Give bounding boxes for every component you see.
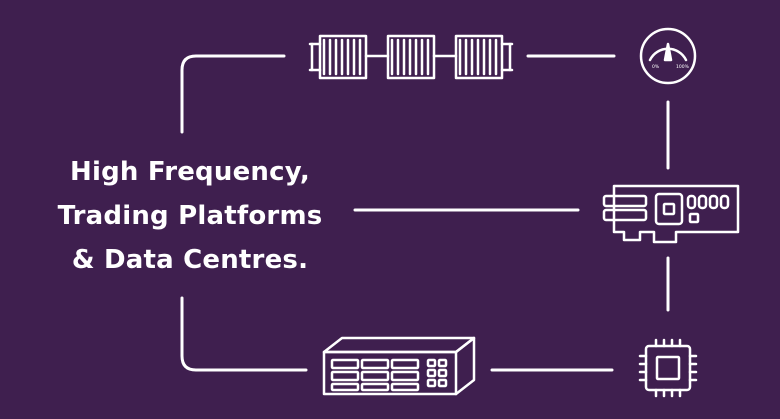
headline-line-1: High Frequency, — [70, 157, 310, 187]
connector-top-left — [182, 56, 284, 132]
headline: High Frequency, Trading Platforms & Data… — [40, 150, 340, 282]
headline-line-2: Trading Platforms — [57, 201, 323, 231]
connector-bottom-left — [182, 298, 306, 370]
gauge-max-label: 100% — [676, 64, 690, 70]
headline-line-3: & Data Centres. — [71, 245, 309, 275]
gauge-icon: 0% 100% — [641, 29, 695, 83]
server-switch-icon — [324, 338, 474, 394]
memory-modules-icon — [310, 36, 512, 78]
network-card-icon — [604, 186, 738, 242]
gauge-min-label: 0% — [652, 64, 660, 70]
connector-lines — [182, 56, 668, 370]
cpu-chip-icon — [640, 340, 696, 396]
